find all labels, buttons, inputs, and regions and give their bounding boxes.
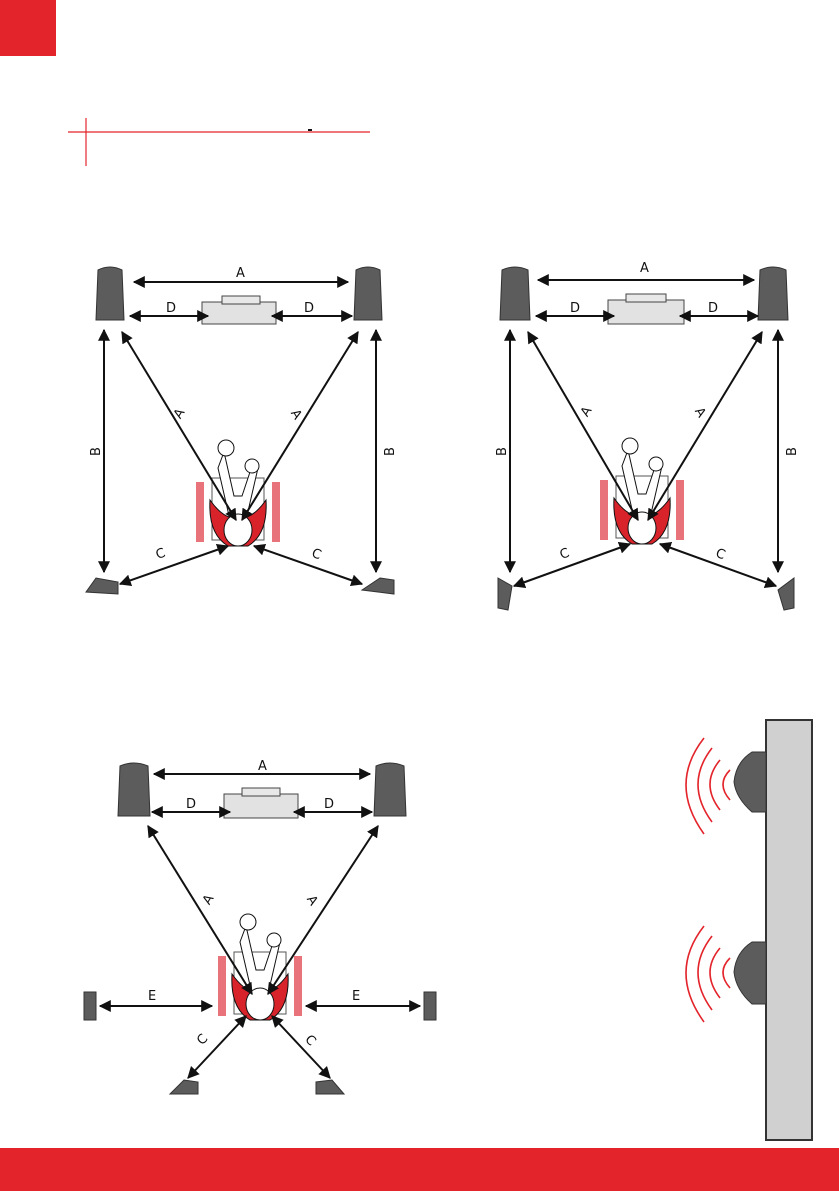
wall-speaker-lower [734, 942, 766, 1004]
listener-figure [218, 914, 302, 1020]
front-left-speaker [96, 267, 124, 320]
front-left-speaker [500, 267, 530, 320]
label-b: B [785, 447, 800, 456]
wall-panel [766, 720, 812, 1140]
label-c: C [154, 546, 168, 563]
rear-left-speaker [86, 578, 118, 594]
label-d: D [708, 301, 718, 316]
label-d: D [570, 301, 580, 316]
label-a: A [171, 406, 188, 422]
label-b: B [89, 447, 104, 456]
rear-right-speaker [316, 1080, 344, 1094]
label-c: C [302, 1032, 319, 1049]
front-right-speaker [354, 267, 382, 320]
front-left-speaker [118, 763, 150, 816]
label-a: A [287, 407, 304, 423]
heading-decoration [68, 118, 370, 166]
diagram-3: A D D A A E E C C [84, 759, 436, 1094]
front-right-speaker [758, 267, 788, 320]
label-d: D [304, 301, 314, 316]
diagram-2: A D D A A B B C C [495, 261, 800, 610]
label-a: A [236, 266, 245, 281]
label-a: A [578, 404, 595, 420]
side-right-speaker [424, 992, 436, 1020]
label-c: C [714, 546, 728, 563]
label-e: E [148, 989, 156, 1004]
rear-left-speaker [170, 1080, 198, 1094]
label-d: D [166, 301, 176, 316]
front-right-speaker [374, 763, 406, 816]
rear-left-speaker [498, 578, 512, 610]
label-b: B [383, 447, 398, 456]
tv-console [608, 294, 684, 324]
diagram-1: A D D A A B B C C [86, 266, 398, 594]
listener-figure [196, 440, 280, 546]
tv-console [224, 788, 298, 818]
label-d: D [186, 797, 196, 812]
label-a: A [640, 261, 649, 276]
label-b: B [495, 447, 510, 456]
wall-speaker-upper [734, 752, 766, 812]
label-c: C [310, 546, 324, 563]
listener-figure [600, 438, 684, 544]
rear-right-speaker [778, 578, 794, 610]
label-e: E [352, 989, 360, 1004]
label-a: A [303, 893, 320, 909]
label-c: C [558, 546, 572, 563]
side-left-speaker [84, 992, 96, 1020]
label-d: D [324, 797, 334, 812]
sound-waves-upper [686, 738, 730, 834]
label-a: A [200, 892, 217, 908]
label-c: C [194, 1031, 211, 1048]
label-a: A [258, 759, 267, 774]
sound-waves-lower [686, 926, 730, 1022]
label-a: A [691, 405, 708, 421]
tv-console [202, 296, 276, 324]
diagram-4 [686, 720, 812, 1140]
rear-right-speaker [362, 578, 394, 594]
